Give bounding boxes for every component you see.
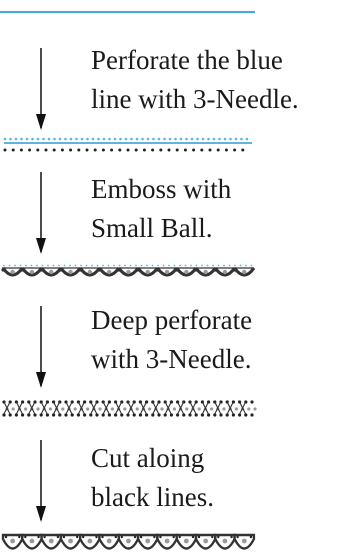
step-4-line-2: black lines.: [91, 482, 214, 512]
cut-scallop-border: [1, 533, 256, 550]
step-3-line-1: Deep perforate: [91, 305, 253, 335]
down-arrow-icon: [36, 306, 46, 388]
step-2-line-1: Emboss with: [91, 174, 232, 204]
step-1-line-2: line with 3-Needle.: [91, 84, 299, 114]
down-arrow-icon: [36, 48, 46, 130]
down-arrow-icon: [36, 440, 46, 522]
perforated-line-strip: [3, 137, 252, 152]
blue-line-strip: [0, 11, 255, 13]
cut-border-strip: [1, 533, 256, 550]
step-3-line-2: with 3-Needle.: [91, 344, 252, 374]
emboss-scallops: [1, 264, 256, 277]
step-4-line-1: Cut aloing: [91, 443, 205, 473]
deep-perforation-pattern: [2, 400, 257, 417]
embossed-strip: [1, 264, 256, 277]
perforation-dots: [3, 137, 249, 152]
down-arrow-icon: [36, 172, 46, 254]
step-2-line-2: Small Ball.: [91, 213, 213, 243]
deep-perforated-strip: [2, 400, 257, 417]
step-1-line-1: Perforate the blue: [91, 45, 283, 75]
